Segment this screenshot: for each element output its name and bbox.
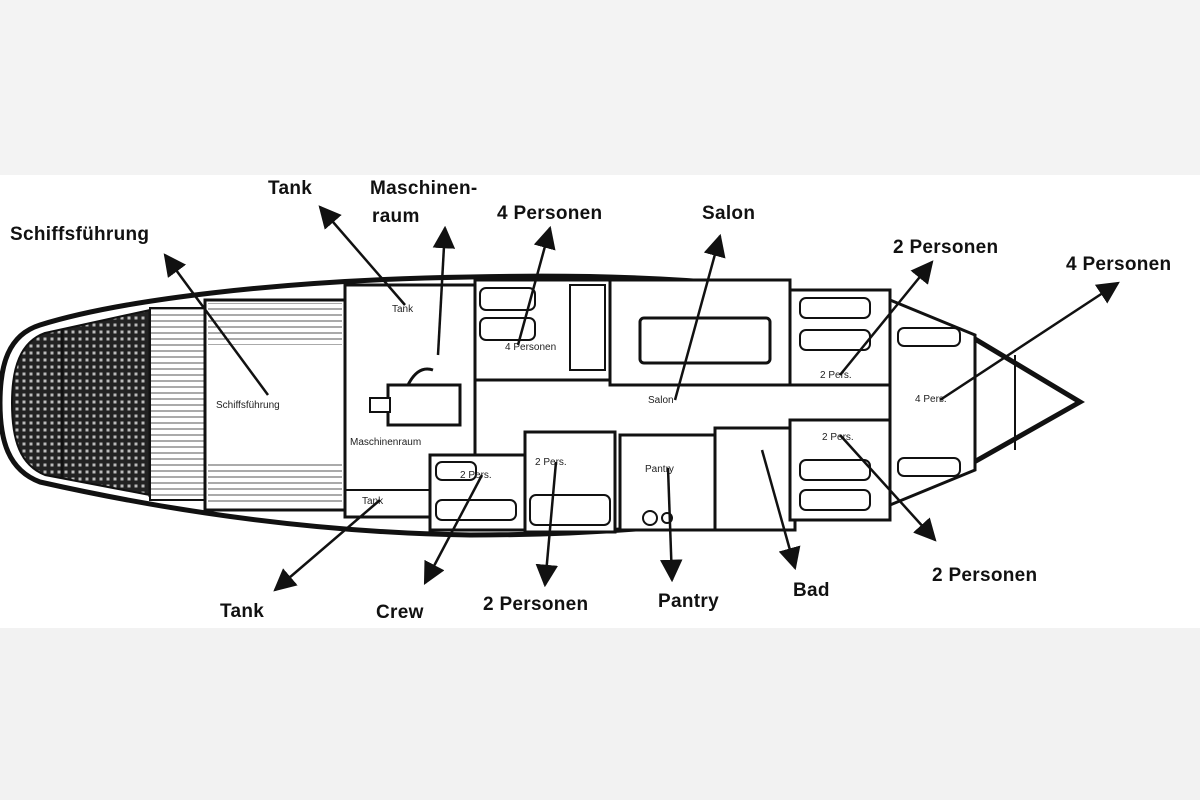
label-tank-bottom: Tank <box>220 601 264 622</box>
label-salon: Salon <box>702 203 755 224</box>
bathroom <box>713 426 797 532</box>
cabin-2-top-inner-label: 2 Pers. <box>820 370 852 381</box>
label-schiffsfuehrung: Schiffsführung <box>10 224 149 245</box>
cabin-4-inner-label: 4 Personen <box>505 342 556 353</box>
label-2-personen-top: 2 Personen <box>893 237 998 258</box>
tank-bottom-inner-label: Tank <box>362 496 384 507</box>
engine-room-inner-label: Maschinenraum <box>350 437 421 448</box>
label-4-personen-bow: 4 Personen <box>1066 254 1171 275</box>
label-2-personen-bottom: 2 Personen <box>483 594 588 615</box>
label-maschinenraum-line2: raum <box>372 206 420 227</box>
arrow-salon <box>673 233 726 401</box>
hull: Schiffsführung Tank Maschinenraum Tank 4… <box>0 273 1085 538</box>
pantry-inner-label: Pantry <box>645 464 674 475</box>
arrow-crew <box>423 474 484 585</box>
engine-block <box>386 383 462 427</box>
wheelhouse-bench <box>208 462 342 504</box>
arrow-2-personen-top <box>839 260 934 376</box>
wheelhouse-inner-label: Schiffsführung <box>216 400 280 411</box>
arrow-2-personen-bottom <box>535 461 559 588</box>
arrow-maschinenraum <box>432 225 456 356</box>
label-2-personen-bow-bottom: 2 Personen <box>932 565 1037 586</box>
arrow-schiffsfuehrung <box>163 253 270 396</box>
arrow-bad <box>760 449 801 571</box>
cabin-2-bow-inner-label: 2 Pers. <box>822 432 854 443</box>
callout-labels: Schiffsführung Tank Maschinen- raum 4 Pe… <box>10 178 1171 623</box>
arrow-pantry <box>660 467 683 583</box>
label-crew: Crew <box>376 602 424 623</box>
cabin-2-mid-inner-label: 2 Pers. <box>535 457 567 468</box>
arrow-4-personen-bow <box>939 281 1120 402</box>
arrow-tank-bottom <box>273 499 381 592</box>
label-bad: Bad <box>793 580 830 601</box>
salon-table <box>638 316 772 365</box>
label-maschinenraum-line1: Maschinen- <box>370 178 478 199</box>
locker-hatched <box>149 307 206 501</box>
stern-compartment <box>10 308 151 497</box>
top-margin <box>0 0 1200 175</box>
crew-inner-label: 2 Pers. <box>460 470 492 481</box>
tank-top-inner-label: Tank <box>392 304 414 315</box>
salon-inner-label: Salon <box>648 395 674 406</box>
cabin-4-bow-inner-label: 4 Pers. <box>915 394 947 405</box>
arrow-2-personen-bow-bottom <box>839 434 937 542</box>
arrow-tank-top <box>318 205 406 306</box>
arrow-4-personen-mid <box>516 225 556 346</box>
wheelhouse-bench <box>208 303 342 345</box>
label-tank-top: Tank <box>268 178 312 199</box>
callout-arrows <box>163 205 1120 592</box>
bottom-margin <box>0 628 1200 800</box>
label-pantry: Pantry <box>658 591 719 612</box>
label-4-personen-mid: 4 Personen <box>497 203 602 224</box>
